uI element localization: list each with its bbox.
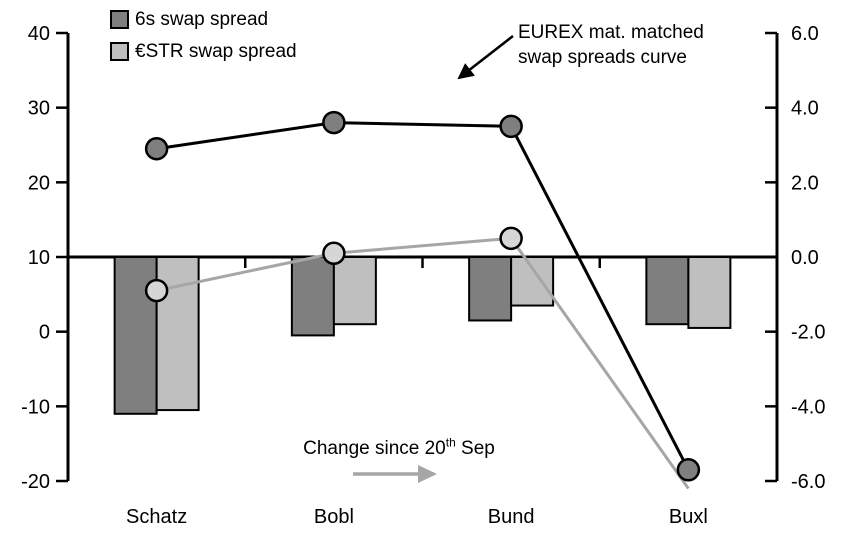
legend-item-estr: €STR swap spread [110, 41, 297, 62]
legend-label-6s: 6s swap spread [135, 9, 269, 30]
legend-item-6s: 6s swap spread [110, 9, 297, 30]
line-change-since [156, 236, 690, 490]
left-axis-tick-label: 30 [28, 98, 50, 120]
right-axis-tick-label: 6.0 [791, 23, 819, 45]
category-label: Bobl [314, 506, 354, 528]
legend-label-estr: €STR swap spread [135, 41, 297, 62]
change-annotation-sup: th [445, 435, 456, 450]
right-axis-tick-label: 0.0 [791, 247, 819, 269]
bar-estr-bund [510, 256, 555, 307]
right-axis-tick-label: -4.0 [791, 396, 825, 418]
marker-change-bobl [322, 241, 346, 266]
bar-6s-bund [468, 256, 513, 322]
marker-change-schatz [144, 278, 169, 303]
curve-annotation-line1: EUREX mat. matched [518, 22, 704, 43]
bar-series-group [113, 256, 732, 415]
category-label: Buxl [669, 506, 708, 528]
marker-change-bund [499, 226, 523, 251]
bar-6s-bobl [290, 256, 335, 337]
bar-estr-bobl [332, 256, 377, 326]
marker-eurex-bobl [322, 110, 346, 135]
line-eurex-curve [156, 121, 690, 471]
line-series-group [144, 110, 701, 490]
bar-estr-buxl [687, 256, 732, 329]
curve-annotation-text: EUREX mat. matched swap spreads curve [518, 20, 704, 70]
right-axis-tick-label: 4.0 [791, 98, 819, 120]
curve-annotation-arrow [457, 35, 514, 80]
left-axis-tick-label: -20 [21, 471, 50, 493]
marker-eurex-bund [499, 114, 523, 139]
change-annotation-suffix: Sep [455, 438, 495, 459]
left-axis-tick-label: 0 [39, 322, 50, 344]
axis-ticks [56, 31, 777, 483]
bar-6s-schatz [113, 256, 158, 415]
right-axis-tick-label: 2.0 [791, 172, 819, 194]
left-axis-tick-label: 40 [28, 23, 50, 45]
category-label: Bund [488, 506, 535, 528]
legend: 6s swap spread €STR swap spread [110, 9, 297, 62]
marker-eurex-schatz [144, 136, 169, 161]
category-label: Schatz [126, 506, 187, 528]
left-axis-tick-label: 10 [28, 247, 50, 269]
legend-swatch-estr [110, 42, 129, 61]
marker-eurex-buxl [676, 458, 701, 482]
left-axis-tick-label: 20 [28, 172, 50, 194]
right-axis-tick-label: -2.0 [791, 322, 825, 344]
left-axis-tick-label: -10 [21, 396, 50, 418]
bar-6s-buxl [645, 256, 690, 326]
bar-estr-schatz [155, 256, 200, 412]
change-annotation-prefix: Change since 20 [303, 438, 446, 459]
legend-swatch-6s [110, 10, 129, 29]
right-axis-tick-label: -6.0 [791, 471, 825, 493]
change-annotation-text: Change since 20th Sep [283, 435, 515, 460]
curve-annotation-line2: swap spreads curve [518, 47, 687, 68]
